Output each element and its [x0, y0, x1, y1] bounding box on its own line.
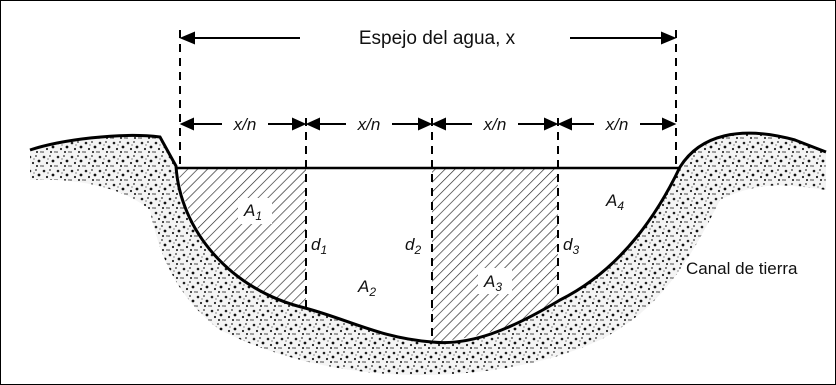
depth-d3-label: d3	[563, 235, 579, 257]
depth-d1-label: d1	[311, 235, 327, 257]
area-a4-label: A4	[605, 191, 624, 213]
canal-label: Canal de tierra	[686, 259, 798, 278]
segment-4-arrow-right-icon	[662, 117, 677, 131]
segment-1-arrow-right-icon	[292, 117, 307, 131]
segment-2-label: x/n	[357, 115, 381, 134]
segment-1-arrow-left-icon	[179, 117, 194, 131]
area-a3-label: A3	[483, 272, 502, 294]
segment-4-label: x/n	[605, 115, 629, 134]
segment-3-arrow-right-icon	[544, 117, 559, 131]
depth-d2-label: d2	[405, 235, 421, 257]
segment-2-arrow-right-icon	[418, 117, 433, 131]
area-a1-label: A1	[243, 201, 262, 223]
top-arrow-left-icon	[179, 31, 195, 45]
water-surface-title: Espejo del agua, x	[359, 28, 516, 49]
segment-4-arrow-left-icon	[557, 117, 572, 131]
area-a2-label: A2	[357, 277, 376, 299]
area-a3-fill	[432, 168, 558, 342]
soil-bank	[30, 133, 826, 375]
segment-1-label: x/n	[233, 115, 257, 134]
segment-2-arrow-left-icon	[305, 117, 320, 131]
top-arrow-right-icon	[661, 31, 677, 45]
segment-3-label: x/n	[483, 115, 507, 134]
segment-3-arrow-left-icon	[431, 117, 446, 131]
area-a1-fill	[178, 168, 306, 308]
